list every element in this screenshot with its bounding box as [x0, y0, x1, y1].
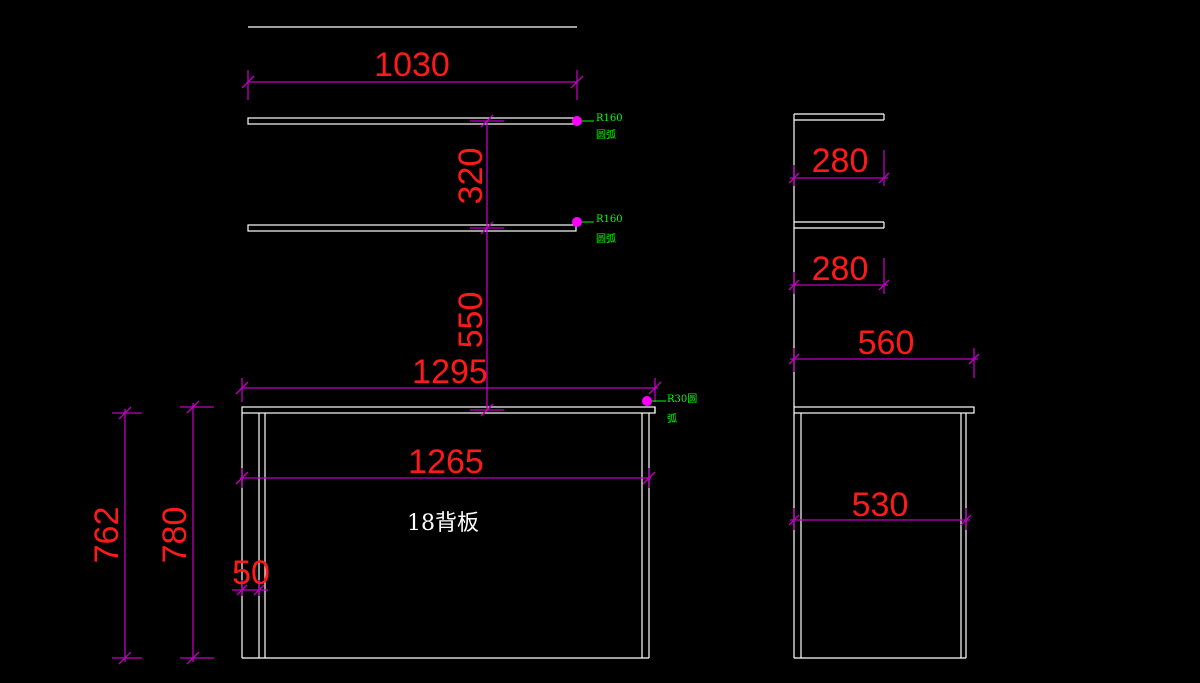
dimension-text-550: 550: [452, 292, 490, 349]
back-panel-label: 18背板: [407, 511, 479, 536]
dimension-side-panel-thickness: 50: [232, 554, 270, 596]
radius-marker-icon: [572, 116, 582, 126]
radius-note-middle-shelf: R160 圆弧: [572, 214, 623, 245]
dimension-shelf-spacing: 320 550: [452, 114, 504, 417]
side-upper-shelf: [794, 113, 885, 121]
dimension-overall-height: 762: [88, 406, 142, 665]
dimension-side-upper-shelf-depth: 280: [788, 142, 890, 186]
dimension-text: 1265: [408, 443, 484, 481]
dimension-text: 530: [852, 486, 909, 524]
dimension-text: 780: [156, 507, 194, 564]
dimension-side-desk-top-depth: 560: [788, 324, 980, 378]
dimension-side-cabinet-depth: 530: [788, 486, 972, 530]
radius-note-desk-corner: R30圆 弧: [642, 393, 697, 425]
dimension-text: 1295: [412, 353, 488, 391]
dimension-text: 762: [88, 507, 126, 564]
radius-marker-icon: [572, 217, 582, 227]
dimension-text: 280: [812, 142, 869, 180]
svg-text:圆弧: 圆弧: [596, 232, 616, 245]
dimension-text: 50: [232, 554, 270, 592]
radius-marker-icon: [642, 396, 652, 406]
svg-text:圆弧: 圆弧: [596, 128, 616, 141]
radius-note-top-shelf: R160 圆弧: [572, 113, 623, 141]
dimension-text: 1030: [374, 46, 450, 84]
svg-text:R30圆: R30圆: [667, 393, 697, 405]
side-cabinet-body: [793, 413, 967, 659]
svg-text:弧: 弧: [667, 412, 677, 425]
desk-body: [241, 413, 650, 659]
front-view: 18背板 1030 320 550: [88, 26, 697, 665]
dimension-desk-top-width: 1295: [235, 353, 662, 402]
dimension-top-shelf-width: 1030: [241, 46, 584, 100]
dimension-text: 560: [858, 324, 915, 362]
dimension-text-320: 320: [452, 148, 490, 205]
dimension-side-lower-shelf-depth: 280: [788, 250, 890, 294]
desk-top: [241, 406, 656, 414]
side-middle-shelf: [794, 221, 885, 229]
dimension-desk-inner-width: 1265: [235, 443, 656, 488]
dimension-panel-height: 780: [156, 400, 214, 665]
svg-text:R160: R160: [596, 113, 623, 124]
side-desk-top: [793, 406, 975, 414]
middle-shelf: [247, 224, 577, 232]
dimension-text: 280: [812, 250, 869, 288]
side-view: 280 280 560 530: [788, 113, 980, 659]
svg-text:R160: R160: [596, 214, 623, 225]
